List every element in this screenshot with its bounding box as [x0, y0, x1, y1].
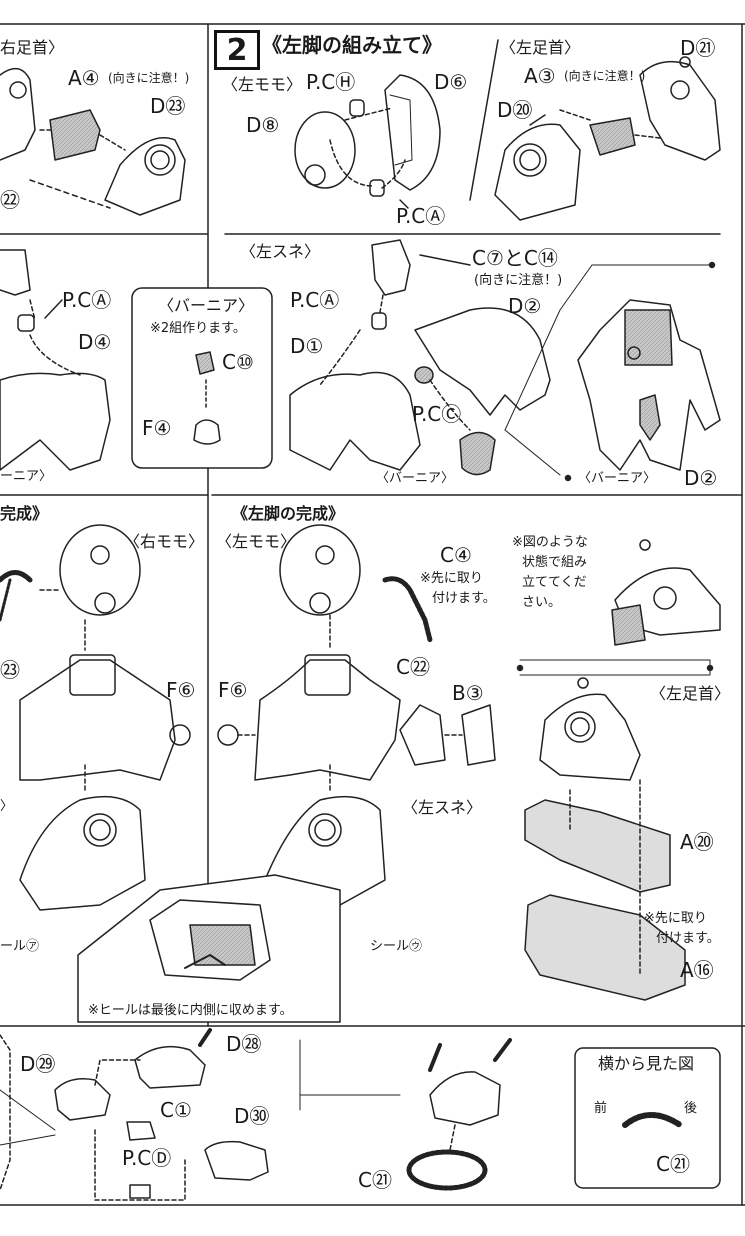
right-ankle-part: [0, 67, 186, 216]
part-d28: D㉘: [226, 1032, 262, 1056]
part-a3: A③: [524, 64, 556, 88]
part-d1: D①: [290, 334, 324, 358]
part-d2-detail: D②: [684, 466, 718, 490]
booster-caption-detail: 〈バーニア〉: [578, 471, 657, 486]
part-a3-note: (向きに注意！): [564, 69, 646, 83]
left-thigh-complete-label: 〈左モモ〉: [216, 532, 297, 551]
part-pc-c: P.CⒸ: [412, 402, 462, 426]
left-ankle-assembly-label: 〈左足首〉: [650, 684, 731, 703]
part-f6-right: F⑥: [166, 678, 196, 702]
part-c-note: (向きに注意！): [474, 273, 563, 288]
part-pc-d: P.CⒹ: [122, 1146, 172, 1170]
seal-u-label: シール㋒: [370, 939, 423, 954]
right-ankle-label: 右足首〉: [0, 38, 65, 57]
part-c1: C①: [160, 1098, 192, 1122]
part-pc-a-thigh: P.CⒶ: [396, 204, 446, 228]
part-22: ㉒: [0, 188, 20, 212]
part-a20: A⑳: [680, 830, 714, 854]
head-parts: [0, 1028, 269, 1201]
part-f6-left: F⑥: [218, 678, 248, 702]
left-shin-label: 〈左スネ〉: [240, 242, 321, 261]
assembled-head: [299, 1038, 512, 1191]
side-view-title: 横から見た図: [598, 1054, 695, 1073]
part-d21-top: D㉑: [680, 36, 716, 60]
step-number: 2: [214, 30, 260, 70]
part-c7-c14: C⑦とC⑭: [472, 246, 558, 270]
right-complete-title: 完成》: [0, 504, 49, 523]
part-a4: A④: [68, 66, 100, 90]
part-d30: D㉚: [234, 1104, 270, 1128]
part-b3: B③: [452, 681, 484, 705]
part-c4-note1: ※先に取り: [420, 571, 483, 586]
part-d20: D⑳: [497, 98, 533, 122]
part-pc-h: P.CⒽ: [306, 70, 356, 94]
part-a4-note: (向きに注意！): [108, 71, 190, 85]
seal-a-label: ール㋐: [0, 939, 40, 954]
state-note-2: 状態で組み: [522, 555, 588, 570]
right-thigh-label: 〈右モモ〉: [124, 532, 205, 551]
part-23-right: ㉓: [0, 658, 20, 682]
part-c21-side: C㉑: [656, 1152, 690, 1176]
booster-detail-callout: [504, 261, 721, 482]
right-shin-part: [0, 249, 111, 471]
part-d29: D㉙: [20, 1052, 56, 1076]
heel-callout: [77, 874, 341, 1023]
part-a16: A⑯: [680, 958, 714, 982]
step-title: 《左脚の組み立て》: [262, 33, 442, 57]
part-c4-note2: 付けます。: [432, 591, 496, 606]
state-note-1: ※図のような: [512, 535, 588, 550]
side-view-front: 前: [594, 1101, 608, 1116]
booster-box: [131, 287, 273, 469]
side-view-back: 後: [684, 1101, 698, 1116]
left-complete-title: 《左脚の完成》: [232, 504, 345, 523]
part-d23: D㉓: [150, 94, 186, 118]
part-c10: C⑩: [222, 350, 254, 374]
left-shin-complete-label: 〈左スネ〉: [402, 798, 483, 817]
booster-caption-left: ーニア〉: [0, 469, 53, 484]
part-d4: D④: [78, 330, 112, 354]
part-c21-head: C㉑: [358, 1168, 392, 1192]
left-thigh-parts: [294, 74, 441, 209]
part-d2: D②: [508, 294, 542, 318]
state-sample: [611, 539, 721, 646]
booster-title: 〈バーニア〉: [158, 296, 255, 315]
part-d8: D⑧: [246, 113, 280, 137]
part-a20-note2: 付けます。: [656, 931, 720, 946]
left-thigh-label: 〈左モモ〉: [222, 75, 303, 94]
state-note-4: さい。: [522, 595, 562, 610]
part-pc-a-left: P.CⒶ: [62, 288, 112, 312]
part-f4: F④: [142, 416, 172, 440]
booster-note: ※2組作ります。: [150, 321, 246, 336]
booster-caption-shin: 〈バーニア〉: [376, 471, 455, 486]
left-shin-parts: [289, 239, 551, 476]
part-c22: C㉒: [396, 655, 430, 679]
left-ankle-top-parts: [494, 56, 721, 221]
part-d6: D⑥: [434, 70, 468, 94]
part-pc-a-shin: P.CⒶ: [290, 288, 340, 312]
heel-note: ※ヒールは最後に内側に収めます。: [88, 1003, 293, 1018]
right-shin-caption: 〉: [0, 799, 14, 814]
left-leg-complete: [217, 524, 496, 911]
left-ankle-assembly: [516, 659, 714, 1001]
side-view-box: [574, 1047, 721, 1189]
part-c4: C④: [440, 543, 472, 567]
right-leg-complete: [0, 524, 191, 911]
part-a20-note1: ※先に取り: [644, 911, 707, 926]
state-note-3: 立ててくだ: [522, 575, 587, 590]
left-ankle-top-label: 〈左足首〉: [500, 38, 581, 57]
